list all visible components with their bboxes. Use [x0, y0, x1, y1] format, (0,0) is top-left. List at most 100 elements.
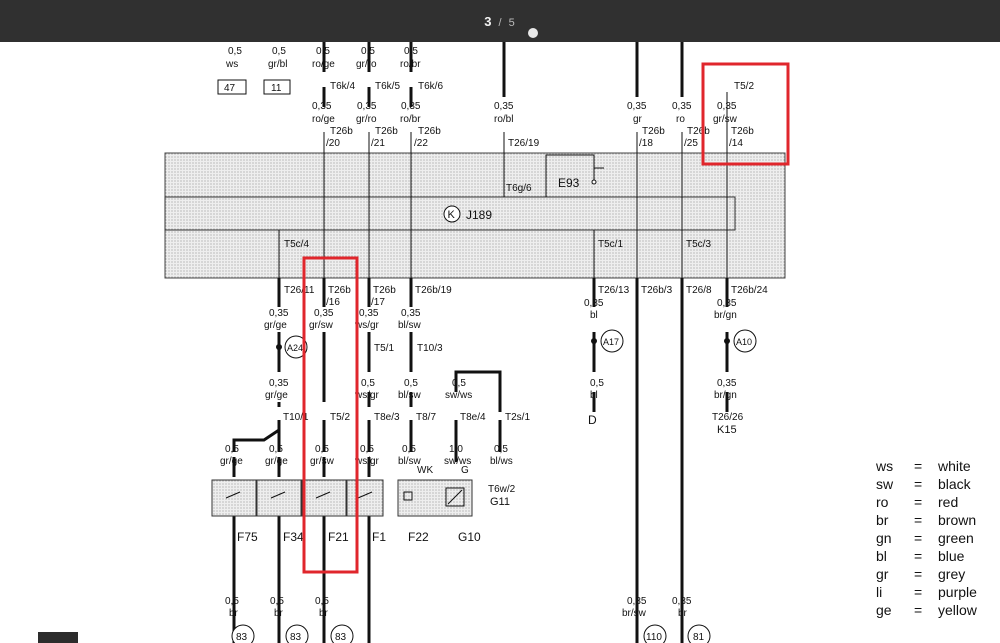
legend-row: li=purple	[876, 584, 977, 600]
svg-text:0,35: 0,35	[494, 101, 514, 112]
svg-text:T26/19: T26/19	[508, 138, 540, 149]
svg-text:K15: K15	[717, 424, 737, 436]
e93-switch-icon	[545, 154, 604, 197]
svg-text:0,5: 0,5	[228, 46, 242, 57]
svg-text:T26b/3: T26b/3	[641, 285, 673, 296]
svg-text:gr/sw: gr/sw	[713, 114, 738, 125]
svg-text:bl: bl	[590, 310, 598, 321]
svg-text:gr/ge: gr/ge	[220, 456, 243, 467]
svg-text:F1: F1	[372, 530, 386, 544]
svg-text:0,35: 0,35	[717, 378, 737, 389]
svg-text:81: 81	[693, 632, 705, 643]
page-counter: 3/5	[484, 14, 515, 29]
wiring-diagram-page: E93 K J189 0,5 ws 47 0,5 gr/bl 11 0,5 ro…	[0, 42, 1000, 643]
top-wire-labels: 0,5 ws 47 0,5 gr/bl 11 0,5 ro/ge T6k/4 0…	[217, 46, 754, 149]
svg-text:0,5: 0,5	[452, 378, 466, 389]
svg-text:/17: /17	[371, 297, 385, 308]
svg-text:0,5: 0,5	[361, 378, 375, 389]
svg-text:0,35: 0,35	[584, 298, 604, 309]
viewer-handle-icon[interactable]	[528, 28, 538, 38]
svg-text:0,35: 0,35	[627, 596, 647, 607]
thin-wires	[278, 92, 728, 278]
svg-text:A24: A24	[287, 343, 303, 353]
svg-text:bl/ws: bl/ws	[490, 456, 513, 467]
splice-points: A24 A17 A10	[276, 329, 757, 359]
svg-text:F75: F75	[237, 530, 258, 544]
svg-text:gr/bl: gr/bl	[268, 59, 287, 70]
connector-labels: T5/1 T10/3 T10/1 T5/2 T8e/3 T8/7 T8e/4 T…	[283, 343, 530, 423]
svg-text:br: br	[319, 608, 329, 619]
svg-text:ro/ge: ro/ge	[312, 114, 335, 125]
e93-label: E93	[558, 176, 580, 190]
svg-text:sw/ws: sw/ws	[445, 390, 472, 401]
svg-text:T2s/1: T2s/1	[505, 412, 530, 423]
svg-text:T5/1: T5/1	[374, 343, 394, 354]
legend-row: ro=red	[876, 494, 959, 510]
svg-text:br/gn: br/gn	[714, 390, 737, 401]
svg-text:0,5: 0,5	[316, 46, 330, 57]
svg-text:/18: /18	[639, 138, 653, 149]
svg-text:110: 110	[646, 632, 662, 643]
legend-row: gn=green	[876, 530, 974, 546]
svg-text:bl/sw: bl/sw	[398, 390, 422, 401]
svg-text:br/gn: br/gn	[714, 310, 737, 321]
svg-text:T8e/3: T8e/3	[374, 412, 400, 423]
svg-text:gr/ro: gr/ro	[356, 114, 377, 125]
svg-text:K: K	[448, 209, 456, 221]
page-separator: /	[498, 16, 503, 29]
svg-text:/16: /16	[326, 297, 340, 308]
svg-text:T26b: T26b	[731, 126, 754, 137]
svg-text:T26b: T26b	[418, 126, 441, 137]
svg-text:11: 11	[271, 83, 282, 94]
svg-text:0,5: 0,5	[225, 596, 239, 607]
svg-text:T5c/3: T5c/3	[686, 239, 711, 250]
svg-text:T6k/5: T6k/5	[375, 81, 400, 92]
viewer-bottom-control[interactable]	[38, 632, 78, 643]
svg-text:T26b: T26b	[687, 126, 710, 137]
svg-text:0,5: 0,5	[494, 444, 508, 455]
svg-text:gr: gr	[633, 114, 643, 125]
svg-text:G: G	[461, 465, 469, 476]
current-page-number: 3	[484, 13, 493, 29]
legend-row: sw=black	[876, 476, 971, 492]
bottom-references: 0,5 br 83 0,5 br 83 0,5 br 83 0,35 br/sw…	[225, 596, 711, 643]
svg-text:0,35: 0,35	[717, 101, 737, 112]
document-viewer[interactable]: E93 K J189 0,5 ws 47 0,5 gr/bl 11 0,5 ro…	[0, 42, 1000, 643]
svg-text:T5c/4: T5c/4	[284, 239, 309, 250]
svg-text:gr/ge: gr/ge	[265, 390, 288, 401]
svg-text:F34: F34	[283, 530, 304, 544]
svg-text:gr/ge: gr/ge	[265, 456, 288, 467]
svg-text:br/sw: br/sw	[622, 608, 647, 619]
svg-text:0,5: 0,5	[590, 378, 604, 389]
legend-row: br=brown	[876, 512, 977, 528]
svg-text:0,5: 0,5	[269, 444, 283, 455]
svg-text:F22: F22	[408, 530, 429, 544]
lower-wires	[232, 278, 729, 643]
legend-row: ge=yellow	[876, 602, 977, 618]
svg-text:T26/8: T26/8	[686, 285, 712, 296]
svg-text:0,5: 0,5	[315, 444, 329, 455]
svg-text:ws/gr: ws/gr	[354, 390, 380, 401]
viewer-toolbar: 3/5	[0, 0, 1000, 42]
svg-text:0,35: 0,35	[401, 101, 421, 112]
svg-text:bl: bl	[590, 390, 598, 401]
svg-text:T26b: T26b	[373, 285, 396, 296]
mid-wire-labels: 0,35 gr/ge 0,35 gr/sw 0,35 ws/gr 0,35 bl…	[264, 298, 737, 331]
svg-text:0,5: 0,5	[270, 596, 284, 607]
svg-text:T5c/1: T5c/1	[598, 239, 623, 250]
svg-text:/20: /20	[326, 138, 340, 149]
svg-text:T26b: T26b	[375, 126, 398, 137]
bottom-pin-labels: T26/11 T26b /16 T26b /17 T26b/19 T26/13 …	[284, 285, 768, 308]
svg-text:T10/3: T10/3	[417, 343, 443, 354]
svg-text:A17: A17	[603, 337, 619, 347]
svg-text:83: 83	[236, 632, 248, 643]
svg-text:0,35: 0,35	[357, 101, 377, 112]
sensor-components	[211, 479, 473, 517]
svg-text:T26b: T26b	[642, 126, 665, 137]
svg-text:T6w/2: T6w/2	[488, 484, 516, 495]
highlight-box-f21	[302, 256, 359, 574]
svg-text:T26/26: T26/26	[712, 412, 744, 423]
svg-text:0,35: 0,35	[672, 101, 692, 112]
svg-text:T10/1: T10/1	[283, 412, 309, 423]
svg-text:0,35: 0,35	[717, 298, 737, 309]
